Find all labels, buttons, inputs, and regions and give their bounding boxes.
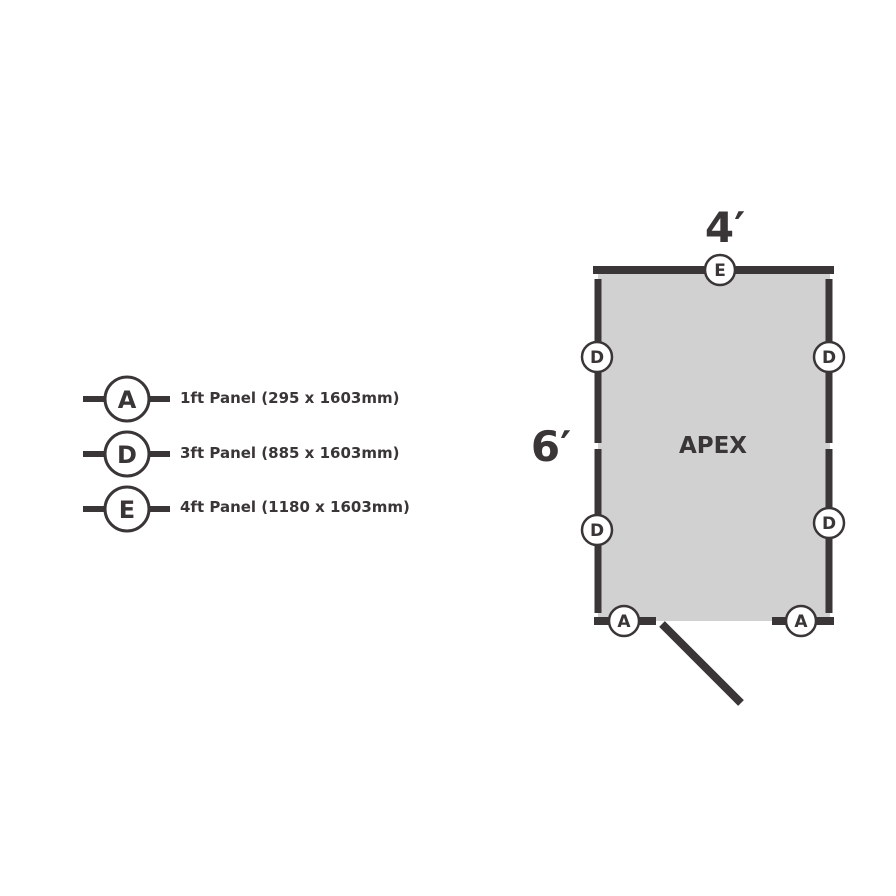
legend-item-a: A 1ft Panel (295 x 1603mm) xyxy=(83,375,399,423)
depth-dimension-label: 6′ xyxy=(531,422,571,471)
badge-right-lower-code: D xyxy=(822,514,836,534)
badge-left-lower-code: D xyxy=(590,521,604,541)
badge-left-lower xyxy=(580,513,614,547)
badge-right-upper xyxy=(812,340,846,374)
floor-area xyxy=(598,270,830,621)
badge-left-upper-code: D xyxy=(590,348,604,368)
badge-left-upper xyxy=(580,340,614,374)
legend-badge-e xyxy=(103,485,151,533)
legend: A 1ft Panel (295 x 1603mm) D 3ft Panel (… xyxy=(83,375,410,533)
legend-badge-d xyxy=(103,430,151,478)
legend-badge-a xyxy=(103,375,151,423)
badge-front-right-code: A xyxy=(794,612,808,632)
badge-front-left-code: A xyxy=(617,612,631,632)
badge-front-right xyxy=(784,604,818,638)
badge-top-code: E xyxy=(714,261,726,281)
badge-front-left xyxy=(607,604,641,638)
legend-code-a: A xyxy=(118,386,137,414)
floor-plan: E D D D D A A 4′ 6′ APEX xyxy=(531,203,846,706)
legend-label-e: 4ft Panel (1180 x 1603mm) xyxy=(180,498,410,516)
legend-label-d: 3ft Panel (885 x 1603mm) xyxy=(180,444,399,462)
legend-code-e: E xyxy=(119,496,135,524)
door-swing xyxy=(659,621,744,706)
width-dimension-label: 4′ xyxy=(705,203,745,252)
legend-label-a: 1ft Panel (295 x 1603mm) xyxy=(180,389,399,407)
badge-top xyxy=(703,253,737,287)
legend-code-d: D xyxy=(117,441,137,469)
badge-right-lower xyxy=(812,506,846,540)
legend-item-e: E 4ft Panel (1180 x 1603mm) xyxy=(83,485,410,533)
badge-right-upper-code: D xyxy=(822,348,836,368)
legend-item-d: D 3ft Panel (885 x 1603mm) xyxy=(83,430,399,478)
room-label: APEX xyxy=(679,433,747,459)
